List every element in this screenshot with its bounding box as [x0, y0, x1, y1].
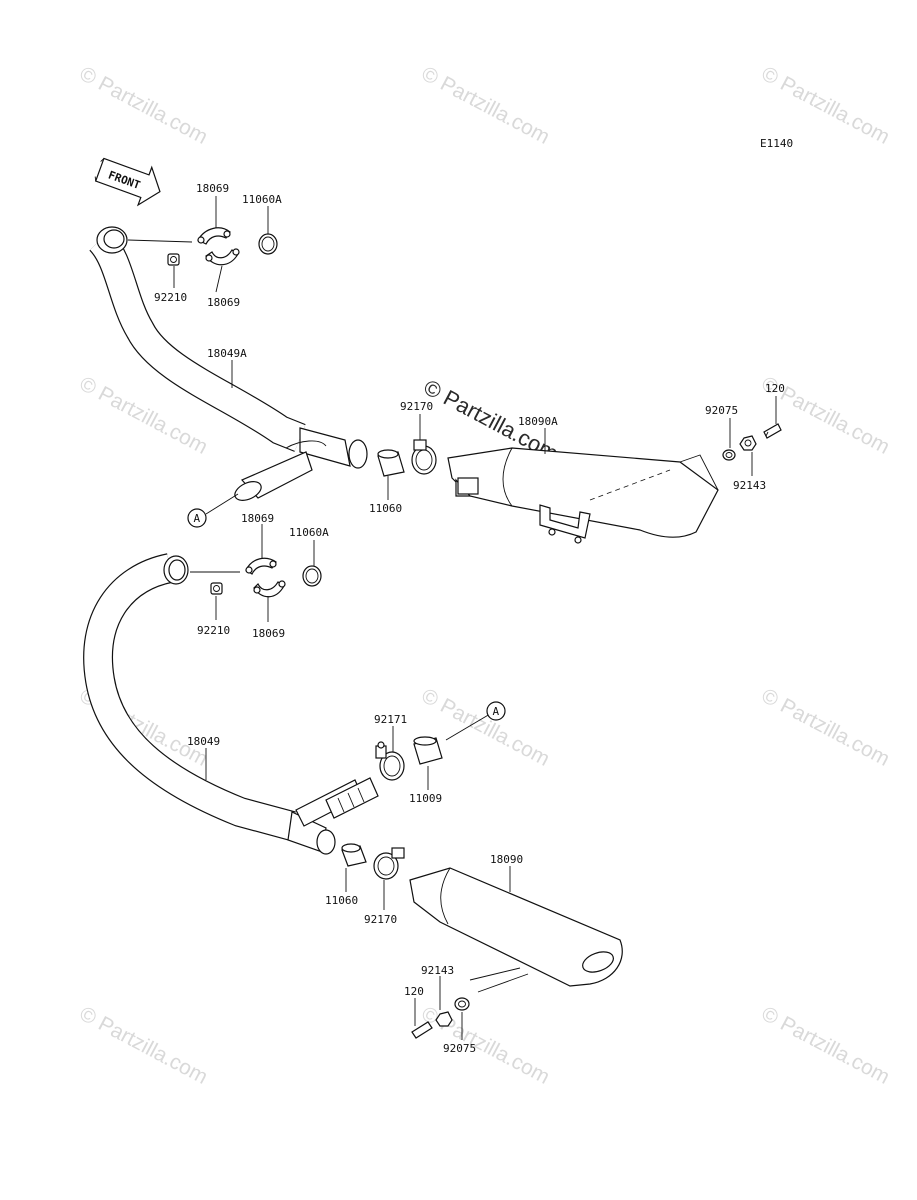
sleeve-lower [341, 843, 367, 867]
clamp-lower [373, 847, 405, 880]
sleeve-joint [413, 736, 443, 765]
part-label-gasket: 11060A [289, 526, 329, 539]
washer-lower [454, 997, 470, 1011]
part-label-washer: 92075 [443, 1042, 476, 1055]
part-label-gasket: 11060A [242, 193, 282, 206]
part-label-bolt: 120 [765, 382, 785, 395]
exhaust-pipe-upper [88, 226, 368, 501]
part-label-bracket: 18069 [196, 182, 229, 195]
part-label-sleeve: 11060 [325, 894, 358, 907]
watermark: © Partzilla.com [758, 62, 894, 149]
part-label-exhaust-pipe: 18049 [187, 735, 220, 748]
nut-muffler-upper [739, 435, 757, 451]
part-label-clamp: 92170 [364, 913, 397, 926]
clamp-joint [375, 741, 405, 781]
part-label-bracket: 18069 [207, 296, 240, 309]
ref-marker-upper: A [187, 493, 239, 528]
part-label-exhaust-pipe: 18049A [207, 347, 247, 360]
part-label-clamp: 92171 [374, 713, 407, 726]
part-label-bolt: 120 [404, 985, 424, 998]
ref-marker-label: A [194, 512, 201, 525]
part-label-washer: 92075 [705, 404, 738, 417]
bolt-upper [763, 423, 782, 439]
nut-lower [210, 582, 223, 595]
ref-marker-label: A [493, 705, 500, 718]
part-label-muffler: 18090 [490, 853, 523, 866]
part-label-nut: 92143 [733, 479, 766, 492]
leader-lines [173, 196, 777, 1040]
part-label-nut: 92210 [197, 624, 230, 637]
muffler-upper [447, 447, 719, 544]
watermark: © Partzilla.com [418, 62, 554, 149]
nut-muffler-lower [435, 1011, 453, 1027]
part-label-bracket: 18069 [252, 627, 285, 640]
watermark: © Partzilla.com [758, 1002, 894, 1089]
part-label-sleeve: 11009 [409, 792, 442, 805]
watermark: © Partzilla.com [758, 684, 894, 771]
part-label-sleeve: 11060 [369, 502, 402, 515]
part-label-nut: 92143 [421, 964, 454, 977]
bracket-upper-b [205, 248, 240, 266]
watermark: © Partzilla.com [76, 1002, 212, 1089]
front-arrow-icon: FRONT [94, 157, 161, 207]
sleeve-upper [377, 449, 405, 477]
exhaust-pipe-lower [83, 553, 363, 855]
part-label-bracket: 18069 [241, 512, 274, 525]
part-labels: 18069 11060A 18069 92210 18049A 92170 18… [154, 182, 785, 1055]
muffler-lower [409, 867, 623, 993]
part-label-nut: 92210 [154, 291, 187, 304]
bolt-lower [411, 1021, 433, 1039]
washer-upper [722, 449, 736, 461]
part-label-muffler: 18090A [518, 415, 558, 428]
clamp-upper [411, 439, 437, 475]
joint-pipe-lower [325, 777, 379, 819]
diagram-code: E1140 [760, 137, 793, 150]
watermark: © Partzilla.com [418, 1002, 554, 1089]
bracket-lower-b [253, 580, 286, 598]
ref-marker-lower: A [486, 701, 506, 721]
nut-upper [167, 253, 180, 266]
watermark: © Partzilla.com [76, 62, 212, 149]
bracket-upper-a [197, 227, 231, 245]
part-label-clamp: 92170 [400, 400, 433, 413]
bracket-lower-a [245, 557, 277, 575]
